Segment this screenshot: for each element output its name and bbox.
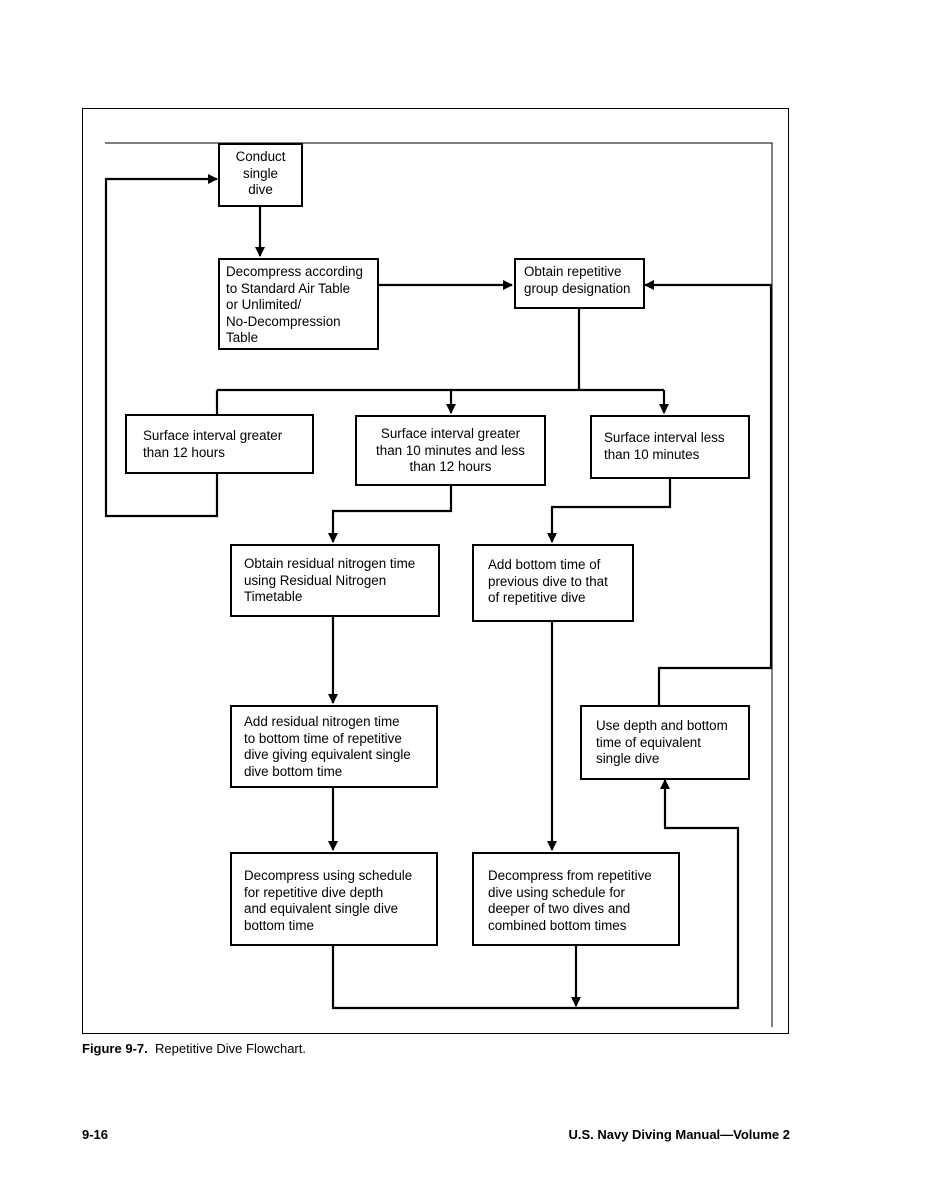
node-use-depth: Use depth and bottom time of equivalent … [580, 705, 750, 780]
node-si-lt-10m: Surface interval less than 10 minutes [590, 415, 750, 479]
node-si-lt-10m-text: Surface interval less than 10 minutes [604, 430, 725, 462]
inner-frame-line [105, 142, 773, 1027]
node-si-10m-12h: Surface interval greater than 10 minutes… [355, 415, 546, 486]
node-decompress-schedule: Decompress using schedule for repetitive… [230, 852, 438, 946]
node-add-bottom-time: Add bottom time of previous dive to that… [472, 544, 634, 622]
arrow-loop-to-conduct [104, 174, 219, 518]
node-obtain-group: Obtain repetitive group designation [514, 258, 645, 309]
node-conduct-dive: Conduct single dive [218, 143, 303, 207]
arrow-collector-to-use-depth [331, 779, 740, 1010]
node-use-depth-text: Use depth and bottom time of equivalent … [596, 718, 728, 766]
node-add-rnt-text: Add residual nitrogen time to bottom tim… [244, 714, 411, 779]
figure-frame [82, 108, 789, 1034]
node-obtain-rnt-text: Obtain residual nitrogen time using Resi… [244, 556, 416, 604]
page-number: 9-16 [82, 1127, 109, 1142]
node-obtain-group-text: Obtain repetitive group designation [524, 264, 631, 296]
node-si-gt-12h-text: Surface interval greater than 12 hours [143, 428, 283, 460]
node-conduct-dive-text: Conduct single dive [235, 149, 286, 197]
figure-caption-label: Figure 9-7. [82, 1041, 148, 1056]
node-si-gt-12h: Surface interval greater than 12 hours [125, 414, 314, 474]
node-decompress-standard-text: Decompress according to Standard Air Tab… [226, 264, 363, 345]
figure-caption-text: Repetitive Dive Flowchart. [154, 1041, 306, 1056]
node-obtain-rnt: Obtain residual nitrogen time using Resi… [230, 544, 440, 617]
node-decompress-standard: Decompress according to Standard Air Tab… [218, 258, 379, 350]
node-add-rnt: Add residual nitrogen time to bottom tim… [230, 705, 438, 788]
arrow-to-obtain-rnt [328, 486, 453, 543]
arrow-to-add-bottom-time [547, 479, 672, 543]
node-decompress-schedule-text: Decompress using schedule for repetitive… [244, 868, 413, 933]
manual-title: U.S. Navy Diving Manual—Volume 2 [568, 1127, 790, 1142]
node-decompress-repetitive: Decompress from repetitive dive using sc… [472, 852, 680, 946]
arrow-use-depth-to-group [644, 280, 773, 705]
figure-caption: Figure 9-7. Repetitive Dive Flowchart. [82, 1041, 306, 1056]
node-add-bottom-time-text: Add bottom time of previous dive to that… [488, 557, 608, 605]
node-decompress-repetitive-text: Decompress from repetitive dive using sc… [488, 868, 652, 933]
node-si-10m-12h-text: Surface interval greater than 10 minutes… [376, 426, 525, 474]
